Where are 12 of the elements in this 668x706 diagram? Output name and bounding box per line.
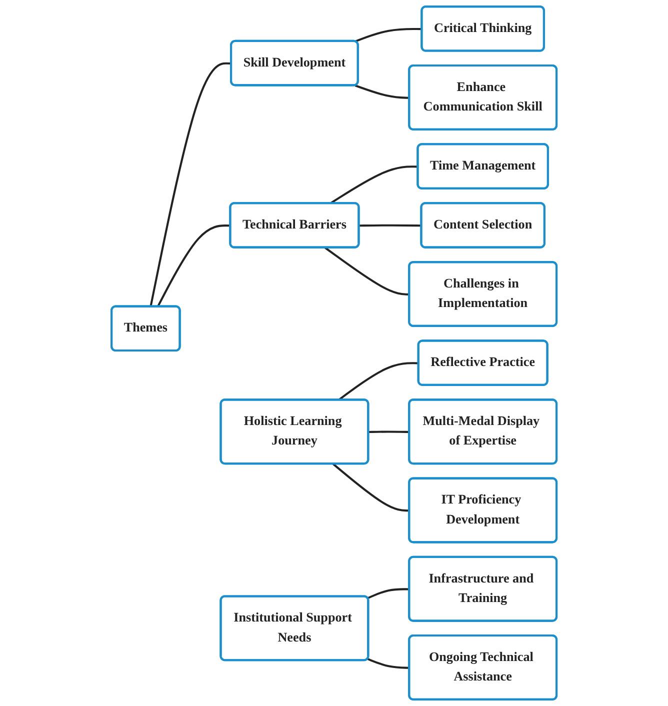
connector	[338, 362, 419, 401]
connector	[359, 224, 422, 227]
connector	[354, 28, 422, 42]
connector	[332, 463, 410, 512]
connector	[156, 224, 231, 308]
connector	[150, 62, 232, 307]
connector	[368, 430, 410, 434]
connector	[367, 658, 410, 669]
connector	[354, 84, 410, 99]
connector	[330, 166, 418, 204]
connector	[324, 246, 410, 296]
connector	[367, 588, 410, 600]
